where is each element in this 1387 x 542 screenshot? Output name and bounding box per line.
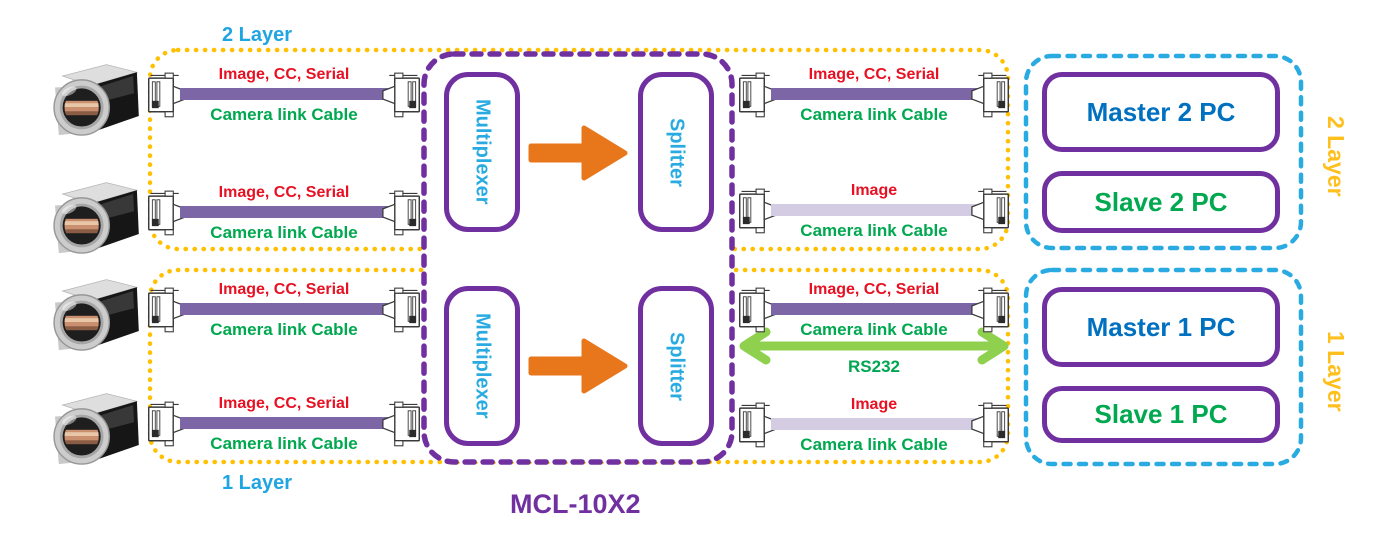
cable-signal-label: Image, CC, Serial [218,395,350,412]
slave1-pc-box: Slave 1 PC [1042,386,1280,443]
multiplexer-box: Multiplexer [444,72,520,232]
camera-cable-row: Image, CC, Serial Camera link Cable [146,184,422,242]
camera-cable-row: Image, CC, Serial Camera link Cable [146,66,422,124]
master1-pc-box: Master 1 PC [1042,287,1280,367]
camera-link-cable [180,303,388,315]
cable-name-label: Camera link Cable [210,105,358,124]
layer1-side-label: 1 Layer [1323,330,1349,412]
pc-cable-row: Image, CC, Serial Camera link Cable [737,66,1011,124]
layer2-top-label: 2 Layer [222,24,293,46]
cable-name-label: Camera link Cable [800,105,948,124]
cable-name-label: Camera link Cable [800,320,948,339]
camera-link-connector-icon [971,399,1011,450]
layer1-bottom-label: 1 Layer [222,472,293,494]
model-name-label: MCL-10X2 [510,489,641,519]
camera-link-cable [180,88,388,100]
cable-signal-label: Image, CC, Serial [808,66,940,83]
multiplexer-box: Multiplexer [444,286,520,446]
camera-link-connector-icon [382,398,422,449]
camera-link-connector-icon [971,185,1011,236]
pc-cable-row: Image Camera link Cable [737,396,1011,454]
camera-link-connector-icon [382,284,422,335]
master2-pc-box: Master 2 PC [1042,72,1280,152]
cable-name-label: Camera link Cable [800,221,948,240]
splitter-label: Splitter [665,117,688,187]
slave1-pc-label: Slave 1 PC [1094,399,1228,429]
splitter-box: Splitter [638,72,714,232]
cable-signal-label: Image, CC, Serial [808,281,940,298]
camera-link-connector-icon [382,69,422,120]
camera-link-cable [771,303,977,315]
slave2-pc-label: Slave 2 PC [1094,186,1228,217]
camera-image [46,175,144,255]
cable-signal-label: Image [850,182,898,199]
cable-signal-label: Image [850,396,898,413]
mux-to-splitter-arrow-icon [528,125,628,181]
cable-signal-label: Image, CC, Serial [218,184,350,201]
camera-cable-row: Image, CC, Serial Camera link Cable [146,395,422,453]
pc-cable-row: Image Camera link Cable [737,182,1011,240]
camera-link-cable [771,204,977,216]
camera-link-connector-icon [382,187,422,238]
layer2-side-label: 2 Layer [1323,115,1349,197]
multiplexer-label: Multiplexer [471,99,494,205]
master2-pc-label: Master 2 PC [1086,96,1236,127]
camera-link-connector-icon [971,69,1011,120]
cable-name-label: Camera link Cable [210,223,358,242]
cable-name-label: Camera link Cable [210,434,358,453]
mux-to-splitter-arrow-icon [528,338,628,394]
camera-link-connector-icon [971,284,1011,335]
rs232-label: RS232 [848,357,900,376]
master1-pc-label: Master 1 PC [1086,311,1236,342]
camera-link-cable [771,88,977,100]
camera-link-cable [771,418,977,430]
pc-cable-row: Image, CC, Serial Camera link Cable [737,281,1011,339]
camera-cable-row: Image, CC, Serial Camera link Cable [146,281,422,339]
cable-signal-label: Image, CC, Serial [218,66,350,83]
camera-image [46,386,144,466]
splitter-box: Splitter [638,286,714,446]
camera-link-cable [180,206,388,218]
camera-image [46,57,144,137]
camera-link-cable [180,417,388,429]
cable-name-label: Camera link Cable [210,320,358,339]
slave2-pc-box: Slave 2 PC [1042,171,1280,233]
splitter-label: Splitter [665,331,688,401]
camera-image [46,272,144,352]
multiplexer-label: Multiplexer [471,313,494,419]
cable-signal-label: Image, CC, Serial [218,281,350,298]
cable-name-label: Camera link Cable [800,435,948,454]
